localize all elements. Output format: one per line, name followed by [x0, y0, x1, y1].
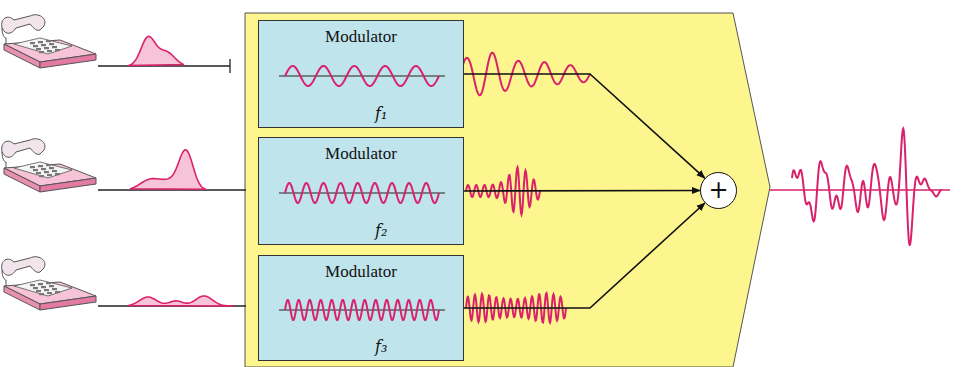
adder-circle: + — [700, 172, 737, 209]
modulator-box: Modulator f₁ — [258, 20, 464, 128]
telephone-icon — [2, 139, 96, 192]
carrier-frequency: f₂ — [375, 221, 387, 240]
modulated-signal — [460, 53, 590, 323]
adder-symbol: + — [708, 178, 728, 202]
carrier-frequency: f₃ — [375, 337, 387, 356]
signal-arrow — [464, 203, 705, 308]
telephone-icon — [2, 257, 96, 310]
signal-arrow — [464, 190, 700, 192]
baseband-signal — [98, 150, 246, 190]
block-label: Modulator — [259, 262, 463, 282]
block-label: Modulator — [259, 27, 463, 47]
signal-arrow — [464, 74, 705, 178]
telephone-icon — [2, 15, 96, 68]
baseband-signal — [98, 296, 246, 306]
baseband-signal — [98, 36, 230, 73]
carrier-frequency: f₁ — [375, 104, 387, 123]
block-label: Modulator — [259, 144, 463, 164]
modulator-box: Modulator f₃ — [258, 255, 464, 361]
multiplexer-panel — [245, 13, 770, 367]
modulator-box: Modulator f₂ — [258, 137, 464, 245]
composite-signal — [770, 129, 950, 245]
